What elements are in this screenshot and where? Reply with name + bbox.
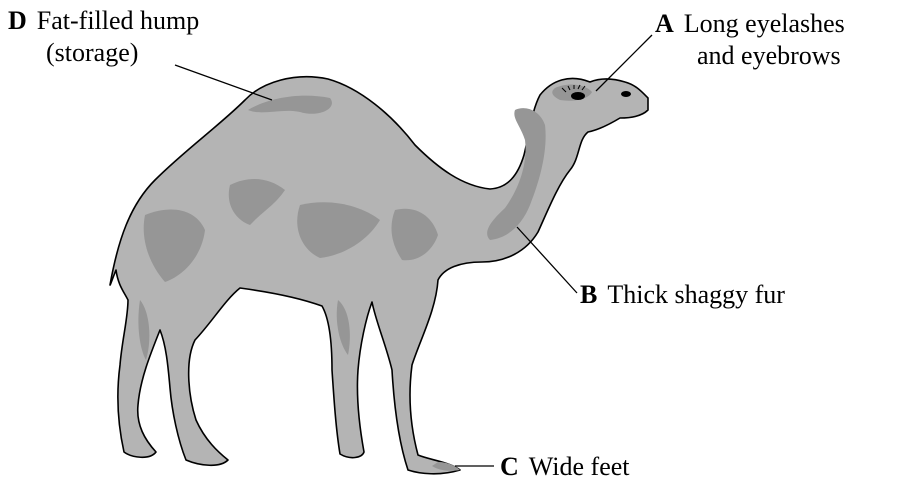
label-letter-b: B xyxy=(580,280,597,309)
leader-line-b xyxy=(517,227,577,293)
label-letter-c: C xyxy=(500,452,519,481)
label-d-line1: Fat-filled hump xyxy=(37,6,199,35)
label-letter-d: D xyxy=(8,6,27,35)
label-d-line2: (storage) xyxy=(8,37,199,69)
label-feet: C Wide feet xyxy=(500,451,630,483)
label-a-line2: and eyebrows xyxy=(655,40,845,72)
camel-nostril xyxy=(621,91,631,97)
leader-line-d xyxy=(175,65,272,100)
label-fur: B Thick shaggy fur xyxy=(580,279,785,311)
label-letter-a: A xyxy=(655,9,674,38)
camel-body xyxy=(110,77,648,474)
label-b-text: Thick shaggy fur xyxy=(607,280,785,309)
label-a-line1: Long eyelashes xyxy=(684,9,845,38)
camel-eye xyxy=(571,92,585,100)
label-eyelashes: A Long eyelashes and eyebrows xyxy=(655,8,845,72)
label-c-text: Wide feet xyxy=(529,452,630,481)
label-hump: D Fat-filled hump (storage) xyxy=(8,5,199,69)
